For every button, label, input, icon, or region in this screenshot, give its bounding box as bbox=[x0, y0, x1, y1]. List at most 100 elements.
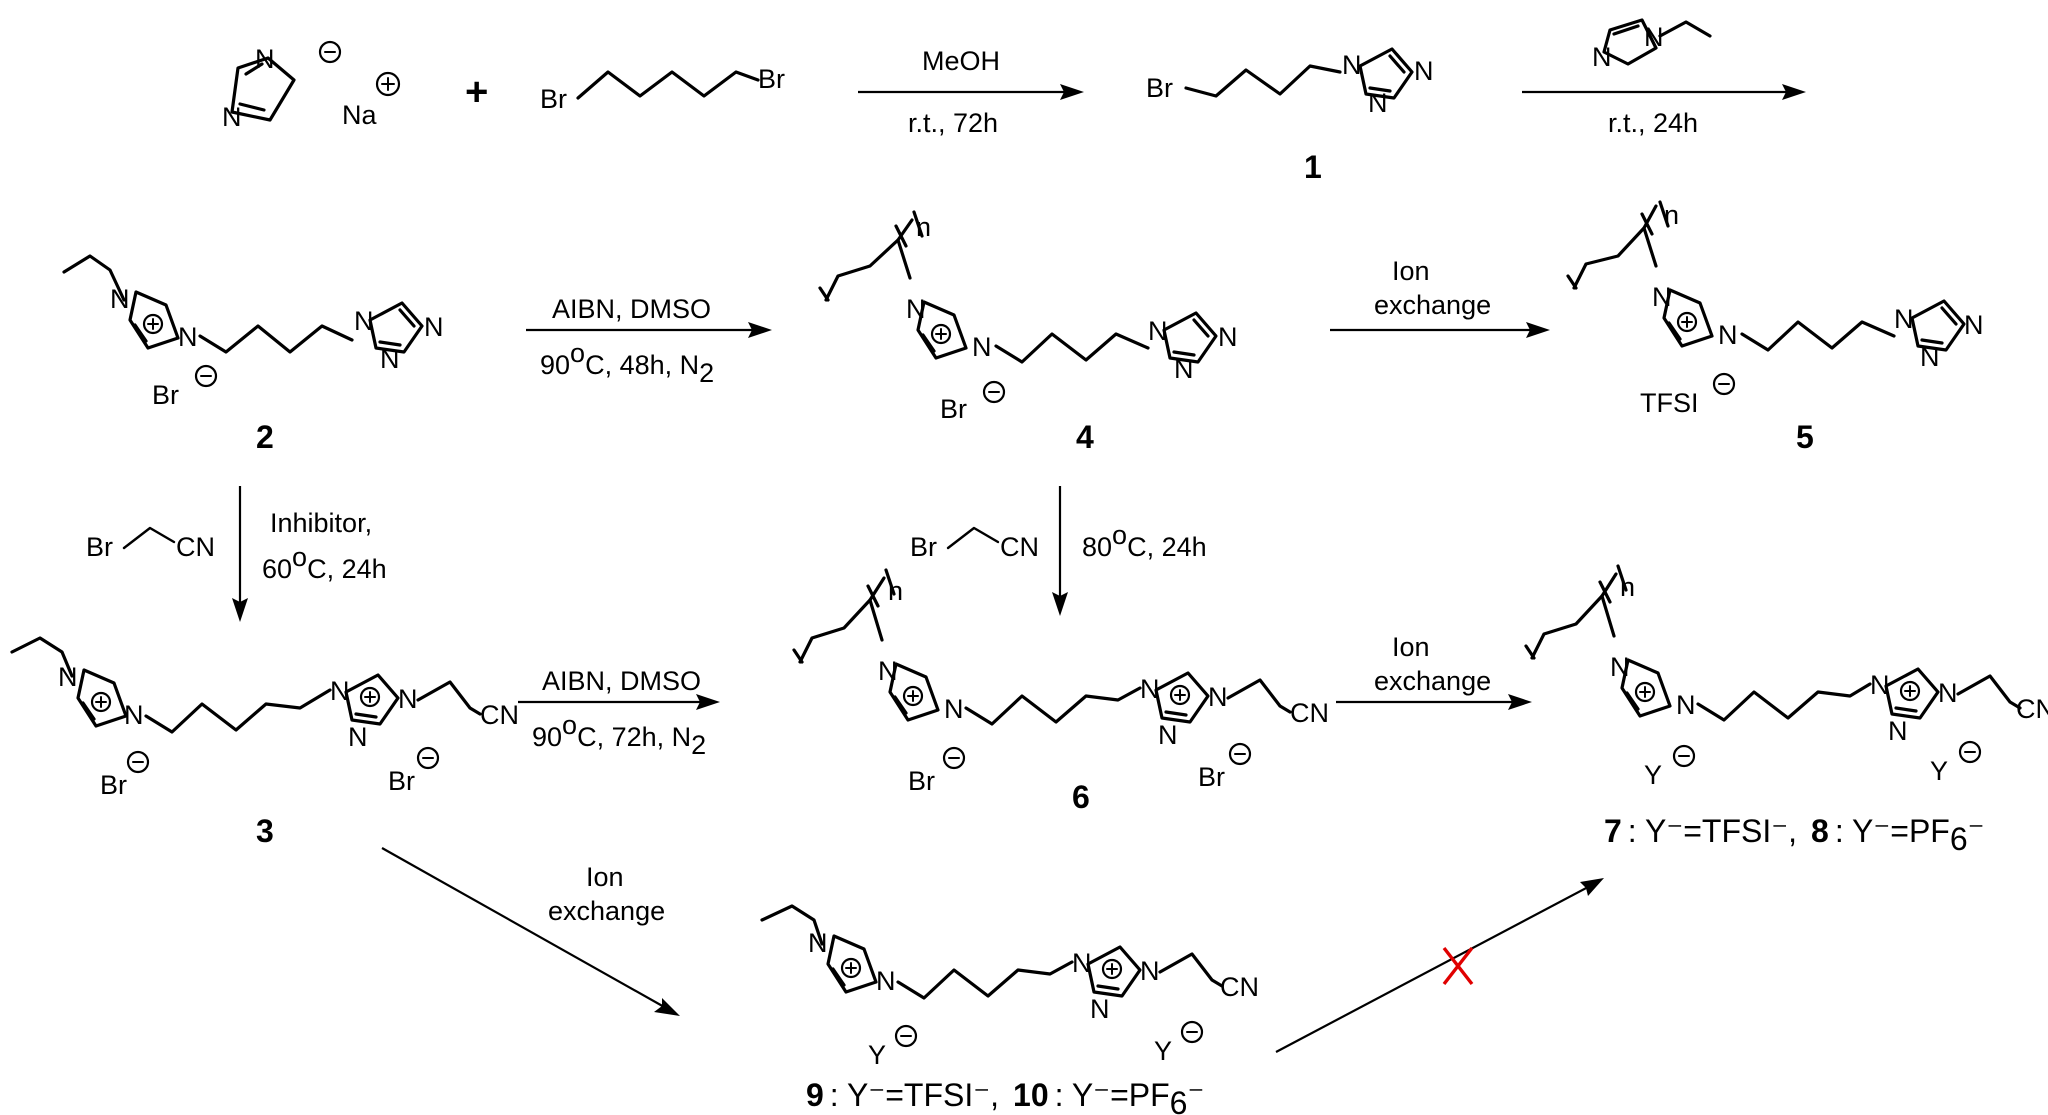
compound-number: 4 bbox=[1076, 419, 1094, 455]
atom-label: N bbox=[1644, 22, 1664, 52]
atom-label: N bbox=[1414, 56, 1434, 86]
arrow-r10-blocked bbox=[1275, 878, 1604, 1053]
atom-label: CN bbox=[480, 700, 519, 730]
compound-4-structure: n N N N N N Br bbox=[818, 210, 1238, 424]
atom-label: N bbox=[1158, 720, 1178, 750]
atom-label: N bbox=[124, 700, 144, 730]
condition-label: AIBN, DMSO bbox=[542, 666, 701, 696]
arrow-r9: Ion exchange bbox=[381, 847, 680, 1016]
counter-ion: Y bbox=[868, 1040, 886, 1070]
atom-label: N bbox=[348, 722, 368, 752]
atom-label: N bbox=[398, 684, 418, 714]
atom-label: N bbox=[178, 322, 198, 352]
counter-ion: Y bbox=[1930, 756, 1948, 786]
atom-label: N bbox=[1676, 690, 1696, 720]
plus-charge-icon bbox=[375, 71, 401, 97]
atom-label: Br bbox=[758, 64, 785, 94]
condition-label: exchange bbox=[548, 896, 665, 926]
dibromobutane: Br Br bbox=[540, 64, 785, 114]
condition-label: MeOH bbox=[922, 46, 1000, 76]
atom-label: N bbox=[944, 694, 964, 724]
atom-label: N bbox=[1218, 322, 1238, 352]
condition-label: Ion bbox=[1392, 256, 1430, 286]
atom-label: N bbox=[1894, 304, 1914, 334]
condition-label: 90oC, 72h, N2 bbox=[532, 710, 706, 760]
atom-label: N bbox=[1938, 678, 1958, 708]
polymer-label: n bbox=[1664, 200, 1679, 230]
atom-label: CN bbox=[2016, 694, 2048, 724]
atom-label: N bbox=[1072, 948, 1092, 978]
reagent-label: Br bbox=[86, 532, 113, 562]
atom-label: N bbox=[972, 332, 992, 362]
counter-ion: Br bbox=[100, 770, 127, 800]
atom-label: Na bbox=[342, 100, 377, 130]
atom-label: N bbox=[1610, 652, 1630, 682]
atom-label: N bbox=[1368, 88, 1388, 118]
atom-label: N bbox=[1870, 670, 1890, 700]
atom-label: N bbox=[1888, 716, 1908, 746]
arrow-r1: MeOH r.t., 72h bbox=[858, 46, 1084, 138]
arrow-r5: Br CN Inhibitor, 60oC, 24h bbox=[86, 486, 387, 622]
atom-label: Br bbox=[1146, 73, 1173, 103]
condition-label: 60oC, 24h bbox=[262, 542, 387, 584]
condition-label: Ion bbox=[586, 862, 624, 892]
atom-label: N bbox=[1208, 682, 1228, 712]
condition-label: exchange bbox=[1374, 290, 1491, 320]
atom-label: N bbox=[1090, 994, 1110, 1024]
atom-label: Br bbox=[540, 84, 567, 114]
compound-5-structure: n N N N N N TFSI bbox=[1566, 200, 1984, 418]
minus-charge-icon bbox=[318, 40, 342, 64]
atom-label: N bbox=[906, 294, 926, 324]
polymer-label: n bbox=[888, 576, 903, 606]
vinylimidazole-reagent: N N bbox=[1592, 18, 1712, 72]
arrow-r7: AIBN, DMSO 90oC, 72h, N2 bbox=[518, 666, 720, 760]
blocked-x-icon bbox=[1442, 946, 1474, 986]
condition-label: 80oC, 24h bbox=[1082, 520, 1207, 562]
atom-label: N bbox=[1140, 674, 1160, 704]
atom-label: N bbox=[878, 656, 898, 686]
plus-sign: + bbox=[465, 70, 488, 114]
arrow-r6: Br CN 80oC, 24h bbox=[910, 486, 1207, 616]
reagent-label: Br bbox=[910, 532, 937, 562]
compound-number: 5 bbox=[1796, 419, 1814, 455]
compound-1-structure: Br N N N bbox=[1146, 47, 1434, 118]
counter-ion: Y bbox=[1644, 760, 1662, 790]
reagent-label: CN bbox=[1000, 532, 1039, 562]
atom-label: N bbox=[354, 306, 374, 336]
atom-label: N bbox=[876, 966, 896, 996]
compound-number: 2 bbox=[256, 419, 274, 455]
atom-label: N bbox=[255, 44, 275, 74]
sodium-triazolide: N N Na bbox=[222, 40, 401, 132]
atom-label: CN bbox=[1220, 972, 1259, 1002]
arrow-r8: Ion exchange bbox=[1336, 632, 1532, 710]
arrow-r2: N N r.t., 24h bbox=[1522, 18, 1806, 138]
atom-label: N bbox=[380, 344, 400, 374]
arrow-r3: AIBN, DMSO 90oC, 48h, N2 bbox=[526, 294, 772, 388]
atom-label: N bbox=[424, 312, 444, 342]
atom-label: N bbox=[1920, 342, 1940, 372]
counter-ion: Y bbox=[1154, 1036, 1172, 1066]
compound-6-structure: n N N N N N CN Br Br bbox=[792, 568, 1329, 796]
condition-label: exchange bbox=[1374, 666, 1491, 696]
compound-2-structure: N N N N N Br bbox=[62, 254, 444, 410]
atom-label: N bbox=[1652, 282, 1672, 312]
counter-ion: Br bbox=[388, 766, 415, 796]
atom-label: N bbox=[1964, 310, 1984, 340]
atom-label: N bbox=[1592, 42, 1612, 72]
atom-label: N bbox=[330, 676, 350, 706]
counter-ion: Br bbox=[1198, 762, 1225, 792]
counter-ion: Br bbox=[940, 394, 967, 424]
compound-legend-9-10: 9: Y⁻=TFSI⁻,10: Y⁻=PF6⁻ bbox=[806, 1077, 1204, 1115]
compound-7-8-structure: n N N N N N CN Y Y bbox=[1524, 564, 2048, 790]
polymer-label: n bbox=[1620, 572, 1635, 602]
atom-label: N bbox=[1148, 316, 1168, 346]
compound-9-10-structure: N N N N N CN Y Y bbox=[760, 904, 1259, 1070]
compound-number: 1 bbox=[1304, 149, 1322, 185]
arrow-r4: Ion exchange bbox=[1330, 256, 1550, 338]
atom-label: N bbox=[222, 102, 242, 132]
condition-label: Ion bbox=[1392, 632, 1430, 662]
condition-label: r.t., 24h bbox=[1608, 108, 1698, 138]
polymer-label: n bbox=[916, 212, 931, 242]
atom-label: N bbox=[808, 928, 828, 958]
